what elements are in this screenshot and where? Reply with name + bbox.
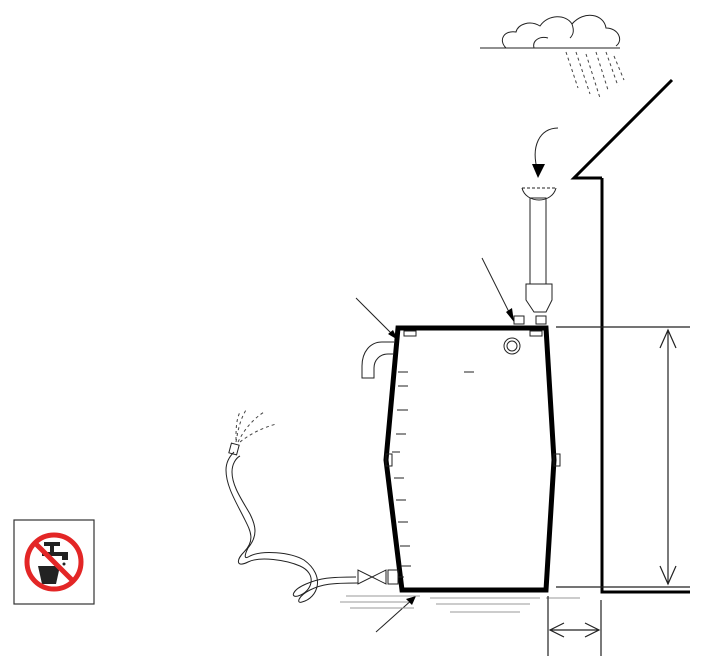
- rain-icon: [565, 51, 625, 99]
- house-roof: [570, 78, 674, 180]
- tank-fitting-right: [529, 330, 543, 337]
- pointer-arrow-filter: [481, 257, 514, 322]
- house-wall: [600, 178, 690, 594]
- pointer-arrow-base: [375, 596, 416, 633]
- garden-hose: [225, 442, 359, 603]
- downpipe: [521, 187, 557, 285]
- rainwater-tank: [383, 325, 557, 593]
- height-dimension: [556, 326, 690, 588]
- tank-fitting-left: [403, 330, 417, 337]
- wall-distance-dimension: [547, 596, 602, 656]
- ground: [340, 595, 580, 613]
- curved-arrow-icon: [532, 127, 559, 178]
- level-scale: [392, 371, 411, 567]
- no-drinking-water-sign: [13, 519, 95, 605]
- tank-inspection-port: [503, 337, 521, 355]
- tap-valve-icon: [357, 569, 404, 585]
- cloud-icon: [480, 14, 621, 49]
- pointer-arrow-overflow: [355, 297, 398, 340]
- filter-inlet: [513, 283, 553, 325]
- tank-seam-left: [385, 453, 393, 467]
- tank-seam-right: [553, 453, 561, 467]
- overflow-pipe: [361, 341, 394, 379]
- water-spray-icon: [235, 409, 277, 443]
